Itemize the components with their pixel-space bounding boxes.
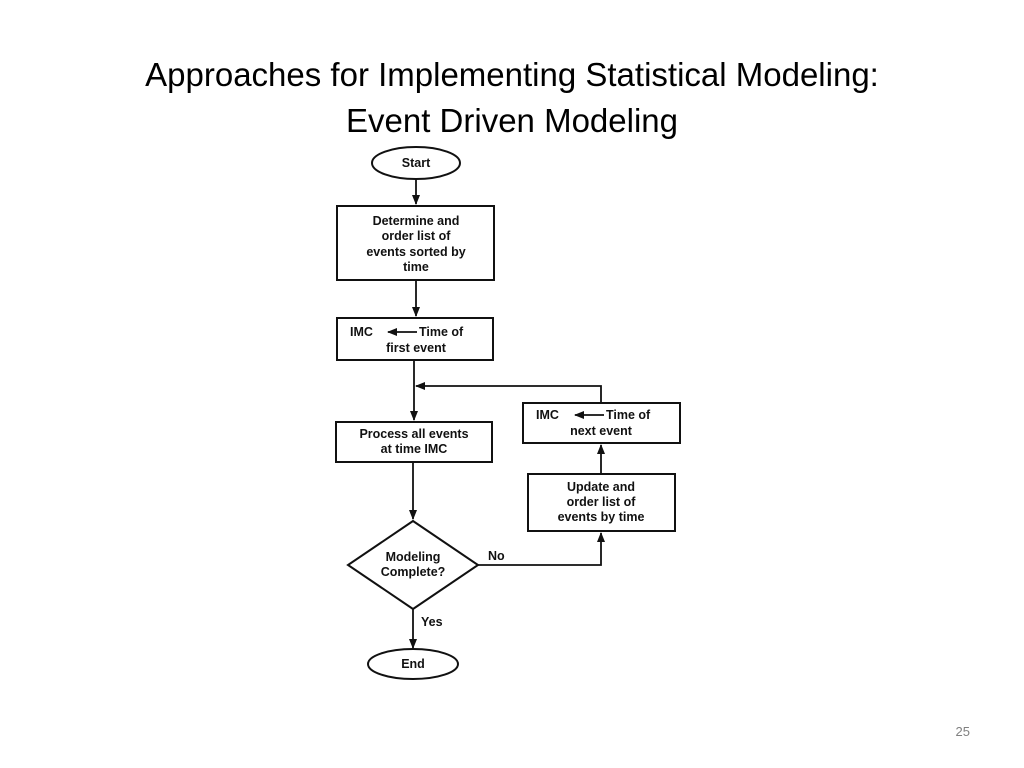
- update-line-3: events by time: [558, 510, 645, 524]
- determine-line-3: events sorted by: [366, 245, 465, 259]
- determine-line-1: Determine and: [373, 214, 460, 228]
- process-line-1: Process all events: [359, 427, 468, 441]
- end-node: End: [367, 648, 459, 680]
- modeling-complete-decision: Modeling Complete?: [346, 519, 480, 611]
- arrow-no-to-update: [478, 532, 605, 566]
- process-events-box: Process all events at time IMC: [335, 421, 493, 463]
- imc-next-time-of-label: Time of: [606, 408, 651, 422]
- imc-first-imc-label: IMC: [350, 325, 373, 339]
- end-label: End: [401, 657, 425, 671]
- start-label: Start: [402, 156, 431, 170]
- imc-next-imc-label: IMC: [536, 408, 559, 422]
- update-order-list-box: Update and order list of events by time: [527, 473, 676, 532]
- update-line-1: Update and: [567, 480, 635, 494]
- imc-next-event-box: IMC Time of next event: [522, 402, 681, 444]
- determine-line-2: order list of: [382, 229, 452, 243]
- arrow-loop-back: [415, 382, 602, 403]
- determine-line-4: time: [403, 260, 429, 274]
- slide-title: Approaches for Implementing Statistical …: [0, 52, 1024, 144]
- decision-line-1: Modeling: [386, 550, 441, 564]
- imc-next-line-2: next event: [570, 424, 633, 438]
- process-line-2: at time IMC: [381, 442, 448, 456]
- page-number: 25: [955, 724, 970, 739]
- slide-title-line-2: Event Driven Modeling: [346, 102, 678, 139]
- imc-first-event-box: IMC Time of first event: [336, 317, 494, 361]
- update-line-2: order list of: [567, 495, 637, 509]
- slide-title-line-1: Approaches for Implementing Statistical …: [145, 56, 879, 93]
- imc-first-time-of-label: Time of: [419, 325, 464, 339]
- start-node: Start: [371, 146, 461, 180]
- no-label: No: [488, 549, 505, 563]
- imc-first-line-2: first event: [386, 341, 447, 355]
- decision-line-2: Complete?: [381, 565, 446, 579]
- determine-events-box: Determine and order list of events sorte…: [336, 205, 495, 281]
- yes-label: Yes: [421, 615, 443, 629]
